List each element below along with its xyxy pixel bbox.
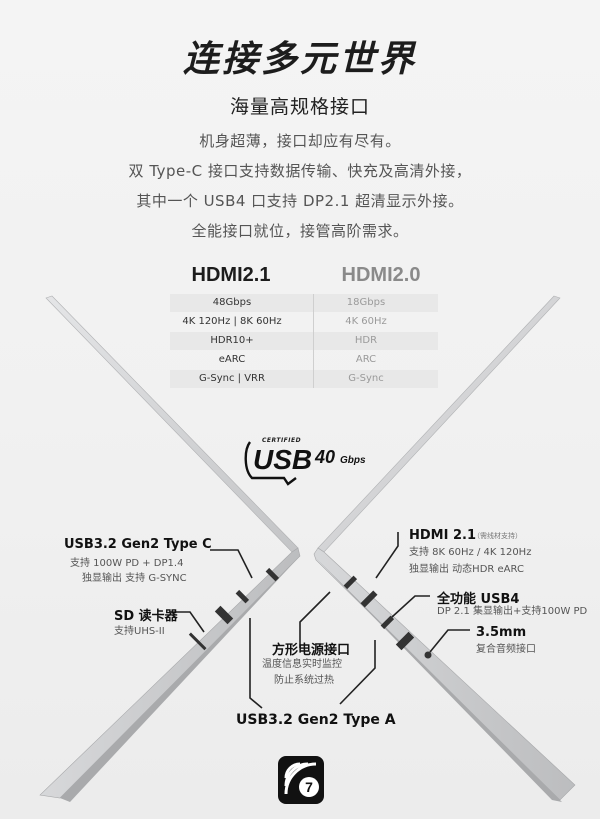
comparison-row: G-Sync | VRR G-Sync bbox=[170, 370, 438, 388]
hdmi20-value: ARC bbox=[355, 354, 377, 365]
intro-line: 其中一个 USB4 口支持 DP2.1 超清显示外接。 bbox=[136, 192, 464, 210]
usb4-port-title: 全功能 USB4 bbox=[437, 592, 520, 607]
usba-port-title: USB3.2 Gen2 Type A bbox=[236, 712, 396, 728]
hdmi-port-desc: 独显输出 动态HDR eARC bbox=[409, 564, 524, 575]
usb-logo-word: USB bbox=[253, 444, 313, 475]
hdmi20-value: 18Gbps bbox=[346, 297, 386, 308]
page-subtitle: 海量高规格接口 bbox=[229, 96, 370, 118]
comparison-row: 4K 120Hz | 8K 60Hz 4K 60Hz bbox=[170, 313, 438, 331]
right-laptop-base bbox=[313, 547, 576, 801]
hdmi21-value: HDR10+ bbox=[210, 335, 254, 346]
comparison-row: HDR10+ HDR bbox=[170, 332, 438, 350]
comparison-row: 48Gbps 18Gbps bbox=[170, 294, 438, 312]
dc-port-desc: 防止系统过热 bbox=[274, 675, 334, 686]
intro-line: 机身超薄，接口却应有尽有。 bbox=[199, 132, 401, 150]
dc-port-title: 方形电源接口 bbox=[272, 643, 351, 658]
usb-logo-unit: Gbps bbox=[340, 455, 366, 466]
dc-port-desc: 温度信息实时监控 bbox=[262, 659, 342, 670]
typec-port-desc: 支持 100W PD + DP1.4 bbox=[70, 558, 184, 569]
intro-line: 双 Type-C 接口支持数据传输、快充及高清外接， bbox=[128, 162, 472, 180]
hdmi21-heading: HDMI2.1 bbox=[191, 264, 271, 286]
typec-port-desc: 独显输出 支持 G-SYNC bbox=[82, 573, 187, 584]
sd-reader-title: SD 读卡器 bbox=[114, 609, 178, 624]
hdmi21-value: 4K 120Hz | 8K 60Hz bbox=[182, 316, 282, 327]
hdmi20-value: G-Sync bbox=[348, 373, 384, 384]
hdmi-port-desc: 支持 8K 60Hz / 4K 120Hz bbox=[409, 547, 532, 558]
sd-reader-desc: 支持UHS-II bbox=[114, 626, 165, 637]
page-title: 连接多元世界 bbox=[182, 39, 417, 80]
usb-certified-logo-icon bbox=[244, 441, 297, 486]
wifi7-badge-icon: 7 bbox=[278, 756, 324, 804]
hdmi20-value: HDR bbox=[354, 335, 378, 346]
usb-certified-label: CERTIFIED bbox=[262, 437, 302, 444]
hdmi21-value: G-Sync | VRR bbox=[199, 373, 265, 384]
hdmi21-value: 48Gbps bbox=[212, 297, 252, 308]
intro-line: 全能接口就位，接管高阶需求。 bbox=[191, 222, 409, 240]
hdmi-port-title: HDMI 2.1 bbox=[409, 528, 476, 543]
hdmi21-value: eARC bbox=[218, 354, 246, 365]
audio-jack-title: 3.5mm bbox=[476, 625, 527, 640]
typec-port-title: USB3.2 Gen2 Type C bbox=[64, 537, 212, 552]
wifi7-number: 7 bbox=[305, 779, 313, 795]
usb-logo-speed: 40 bbox=[315, 447, 336, 467]
audio-jack-desc: 复合音频接口 bbox=[476, 644, 536, 655]
comparison-row: eARC ARC bbox=[170, 351, 438, 369]
hdmi20-value: 4K 60Hz bbox=[345, 316, 387, 327]
hdmi-port-note: （需线材支持） bbox=[473, 532, 522, 540]
usb4-port-desc: DP 2.1 集显输出+支持100W PD bbox=[437, 606, 588, 617]
hdmi20-heading: HDMI2.0 bbox=[341, 264, 421, 286]
table-divider bbox=[313, 294, 314, 388]
